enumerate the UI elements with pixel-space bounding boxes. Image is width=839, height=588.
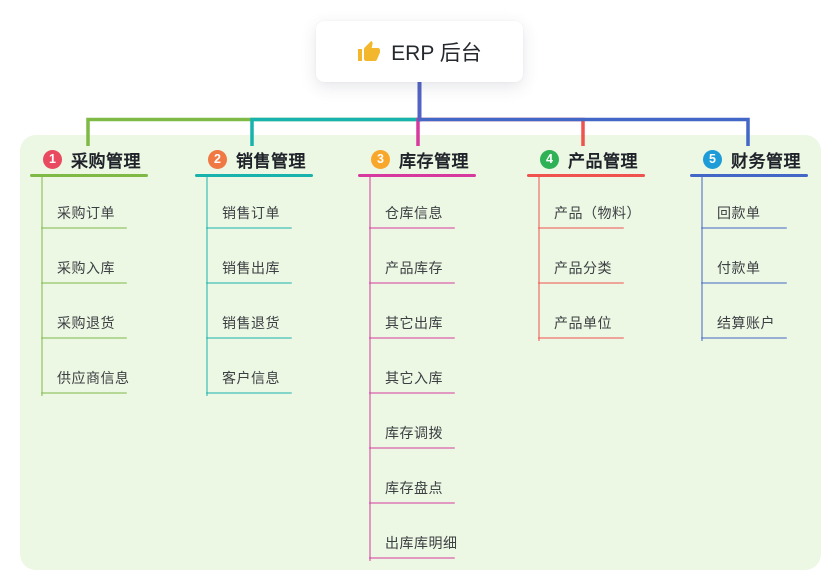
- branch-underline: [527, 174, 645, 177]
- child-underline: [41, 282, 127, 284]
- child-item[interactable]: 销售订单: [206, 199, 292, 229]
- branch-title-label: 销售管理: [236, 151, 306, 171]
- branch-underline: [195, 174, 313, 177]
- child-underline: [701, 227, 787, 229]
- child-underline: [206, 282, 292, 284]
- branch-title-label: 采购管理: [71, 151, 141, 171]
- branch-underline: [358, 174, 476, 177]
- branch-vertical-line: [369, 174, 371, 561]
- child-item-label: 产品单位: [554, 315, 612, 331]
- child-underline: [369, 282, 455, 284]
- root-label: ERP 后台: [391, 41, 482, 65]
- child-underline: [369, 227, 455, 229]
- child-item[interactable]: 库存盘点: [369, 474, 455, 504]
- branch-vertical-line: [206, 174, 208, 396]
- child-item-label: 库存调拨: [385, 425, 443, 441]
- branch-badge-icon: 3: [371, 149, 390, 169]
- branch-vertical-line: [41, 174, 43, 396]
- branch-title-label: 库存管理: [399, 151, 469, 171]
- child-underline: [701, 282, 787, 284]
- child-item-label: 结算账户: [717, 315, 775, 331]
- child-item-label: 销售订单: [222, 205, 280, 221]
- child-item[interactable]: 客户信息: [206, 364, 292, 394]
- child-item[interactable]: 产品分类: [538, 254, 624, 284]
- child-underline: [369, 557, 455, 559]
- child-underline: [701, 337, 787, 339]
- child-item-label: 客户信息: [222, 370, 280, 386]
- child-underline: [41, 337, 127, 339]
- branch-vertical-line: [538, 174, 540, 341]
- child-item[interactable]: 回款单: [701, 199, 787, 229]
- child-underline: [206, 337, 292, 339]
- child-item-label: 产品库存: [385, 260, 443, 276]
- child-item[interactable]: 销售出库: [206, 254, 292, 284]
- child-item-label: 采购订单: [57, 205, 115, 221]
- child-item-label: 产品（物料）: [554, 205, 641, 221]
- child-underline: [369, 502, 455, 504]
- child-item-label: 其它入库: [385, 370, 443, 386]
- child-item-label: 其它出库: [385, 315, 443, 331]
- child-item-label: 供应商信息: [57, 370, 130, 386]
- branch-badge-icon: 2: [208, 149, 227, 169]
- branch-财务管理: 5 财务管理回款单付款单结算账户: [690, 146, 839, 341]
- branch-badge-icon: 5: [703, 149, 722, 169]
- child-underline: [538, 337, 624, 339]
- branch-title[interactable]: 3 库存管理: [358, 146, 518, 172]
- child-item-label: 回款单: [717, 205, 761, 221]
- branch-库存管理: 3 库存管理仓库信息产品库存其它出库其它入库库存调拨库存盘点出库库明细: [358, 146, 518, 561]
- branch-title[interactable]: 2 销售管理: [195, 146, 355, 172]
- child-item[interactable]: 产品（物料）: [538, 199, 641, 229]
- thumbs-up-icon: [358, 40, 381, 61]
- child-underline: [206, 392, 292, 394]
- branch-badge-icon: 1: [43, 149, 62, 169]
- child-underline: [206, 227, 292, 229]
- child-item-label: 销售出库: [222, 260, 280, 276]
- child-underline: [41, 392, 127, 394]
- branch-underline: [30, 174, 148, 177]
- child-item[interactable]: 库存调拨: [369, 419, 455, 449]
- branch-title[interactable]: 1 采购管理: [30, 146, 190, 172]
- child-item[interactable]: 其它出库: [369, 309, 455, 339]
- child-item-label: 出库库明细: [385, 535, 458, 551]
- child-underline: [538, 227, 624, 229]
- child-item[interactable]: 其它入库: [369, 364, 455, 394]
- child-item[interactable]: 出库库明细: [369, 529, 458, 559]
- child-item[interactable]: 产品单位: [538, 309, 624, 339]
- child-item[interactable]: 采购退货: [41, 309, 127, 339]
- branch-产品管理: 4 产品管理产品（物料） 产品分类产品单位: [527, 146, 687, 341]
- child-item-label: 付款单: [717, 260, 761, 276]
- mindmap-panel: [20, 135, 821, 570]
- child-underline: [538, 282, 624, 284]
- branch-title-label: 财务管理: [731, 151, 801, 171]
- branch-title[interactable]: 5 财务管理: [690, 146, 839, 172]
- root-node[interactable]: ERP 后台: [316, 21, 523, 82]
- child-item[interactable]: 付款单: [701, 254, 787, 284]
- child-item-label: 采购退货: [57, 315, 115, 331]
- branch-title[interactable]: 4 产品管理: [527, 146, 687, 172]
- child-item[interactable]: 结算账户: [701, 309, 787, 339]
- branch-vertical-line: [701, 174, 703, 341]
- child-underline: [369, 447, 455, 449]
- child-item-label: 产品分类: [554, 260, 612, 276]
- branch-title-label: 产品管理: [568, 151, 638, 171]
- child-item[interactable]: 采购入库: [41, 254, 127, 284]
- child-item-label: 销售退货: [222, 315, 280, 331]
- child-item-label: 采购入库: [57, 260, 115, 276]
- branch-采购管理: 1 采购管理采购订单采购入库采购退货供应商信息: [30, 146, 190, 396]
- child-item[interactable]: 供应商信息: [41, 364, 130, 394]
- child-item-label: 仓库信息: [385, 205, 443, 221]
- child-item[interactable]: 采购订单: [41, 199, 127, 229]
- child-item[interactable]: 产品库存: [369, 254, 455, 284]
- child-underline: [369, 337, 455, 339]
- branch-销售管理: 2 销售管理销售订单销售出库销售退货客户信息: [195, 146, 355, 396]
- child-item[interactable]: 销售退货: [206, 309, 292, 339]
- child-underline: [41, 227, 127, 229]
- child-underline: [369, 392, 455, 394]
- branch-underline: [690, 174, 808, 177]
- branch-badge-icon: 4: [540, 149, 559, 169]
- child-item[interactable]: 仓库信息: [369, 199, 455, 229]
- child-item-label: 库存盘点: [385, 480, 443, 496]
